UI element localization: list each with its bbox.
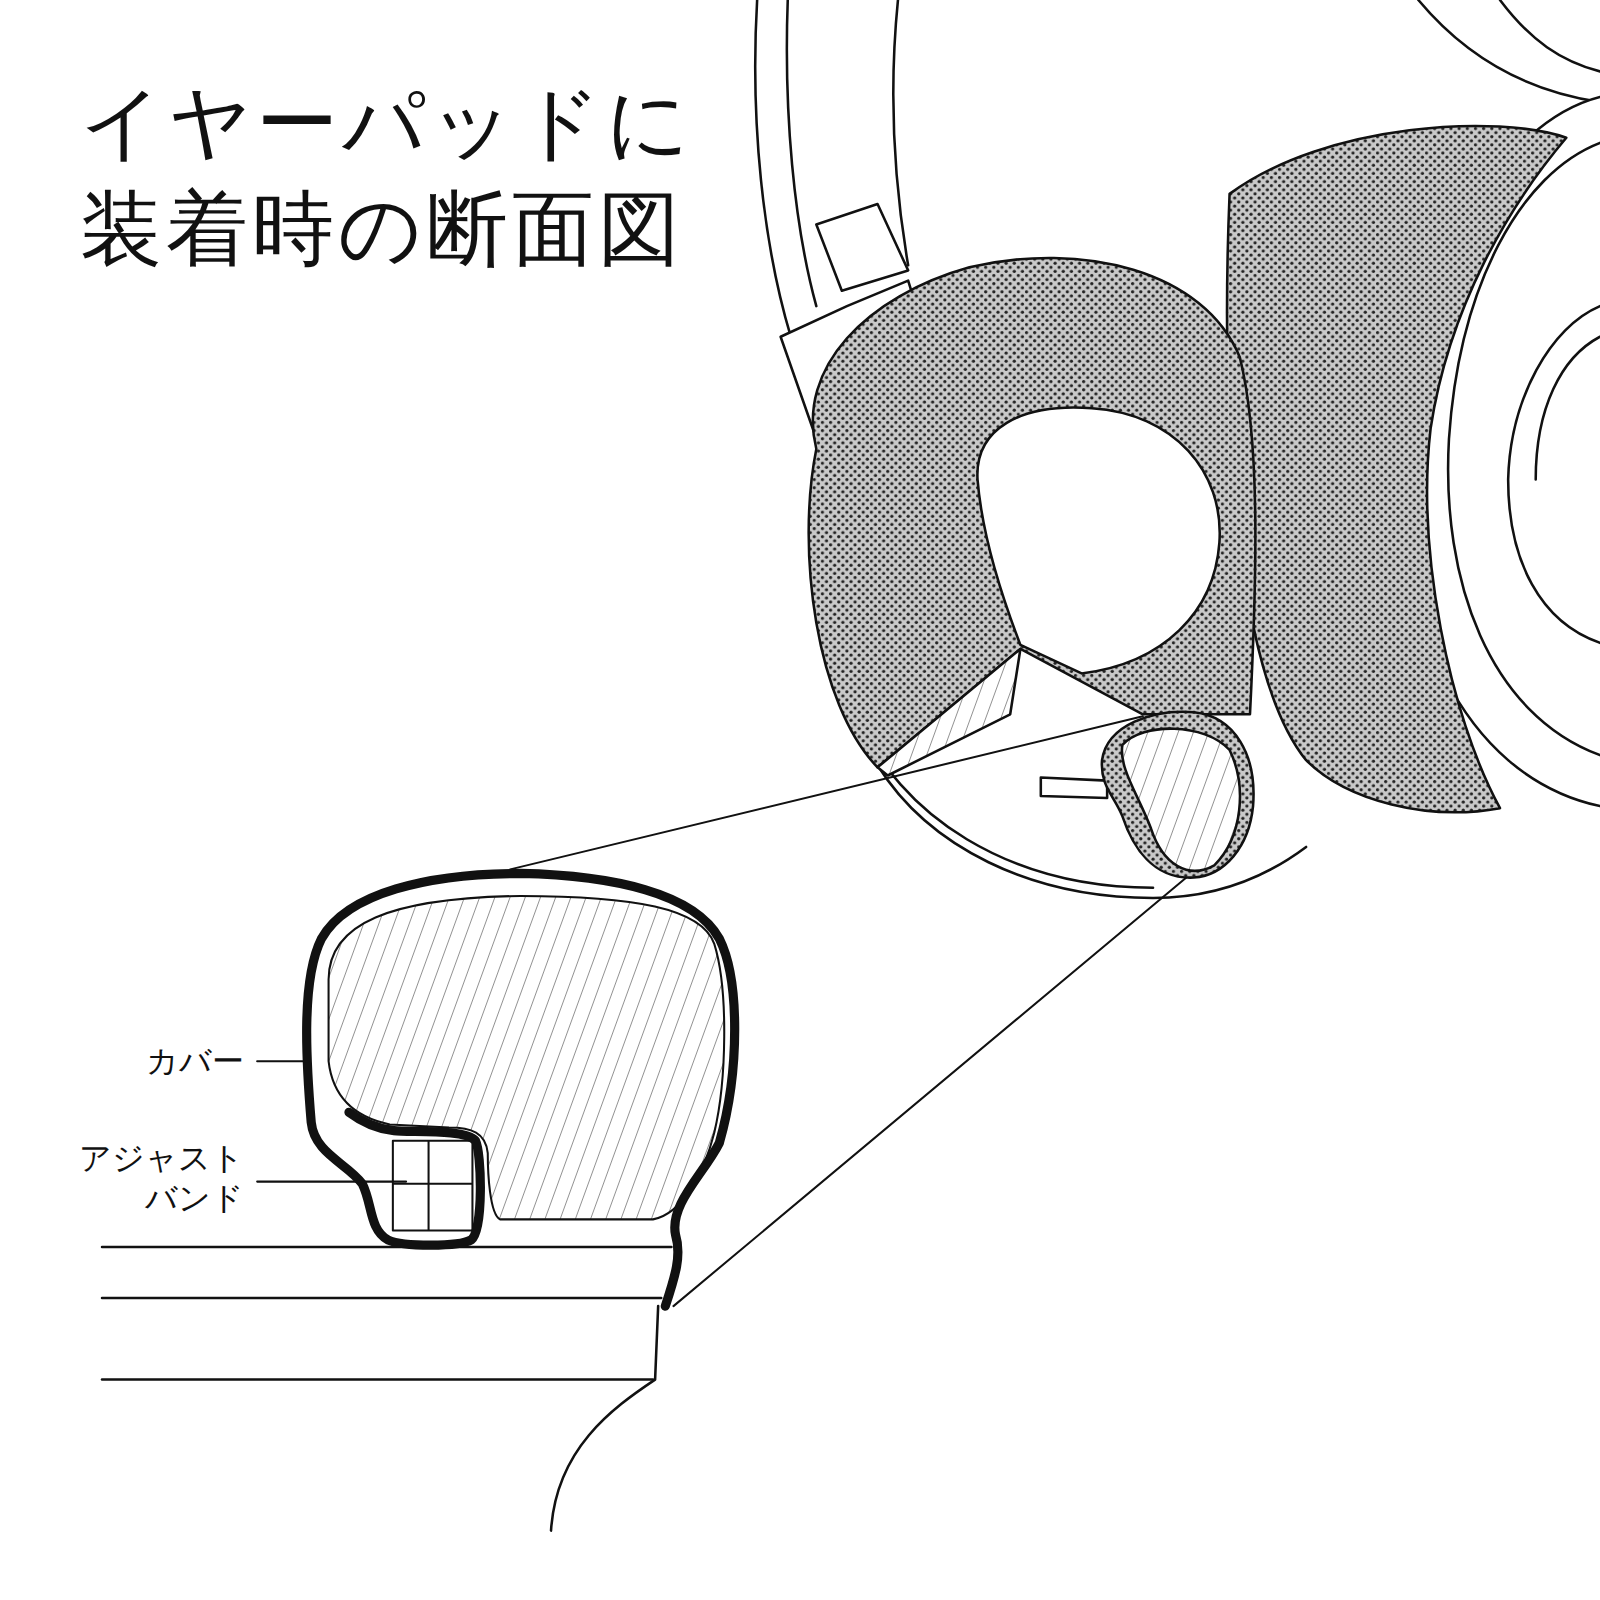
housing-outline xyxy=(551,1306,658,1530)
ear-pad xyxy=(1227,126,1566,812)
ear-cup xyxy=(1536,337,1600,480)
ear-pad xyxy=(809,258,1256,767)
headband xyxy=(1500,0,1600,71)
base-line xyxy=(102,1246,671,1249)
headband xyxy=(787,0,816,306)
zoom-line xyxy=(673,876,1188,1307)
foam xyxy=(329,896,725,1219)
zoom-line xyxy=(510,716,1143,869)
cover-section xyxy=(1102,712,1254,878)
cover xyxy=(307,873,735,1306)
headband xyxy=(755,0,791,337)
base-line xyxy=(102,1297,661,1300)
part-label: アジャスト バンド xyxy=(72,1138,244,1218)
adjust-band xyxy=(393,1141,473,1231)
headband xyxy=(1418,0,1600,102)
leader-line xyxy=(257,1181,406,1183)
title: イヤーパッドに 装着時の断面図 xyxy=(80,70,720,282)
leader-line xyxy=(257,1060,308,1062)
part-label: カバー xyxy=(84,1041,244,1081)
pad-section xyxy=(878,649,1021,776)
slider xyxy=(816,204,908,291)
base-line xyxy=(102,1378,653,1381)
band-tab xyxy=(1041,778,1107,798)
headband xyxy=(893,0,908,265)
ear-cup xyxy=(1508,306,1600,643)
foam-section xyxy=(1122,729,1240,871)
